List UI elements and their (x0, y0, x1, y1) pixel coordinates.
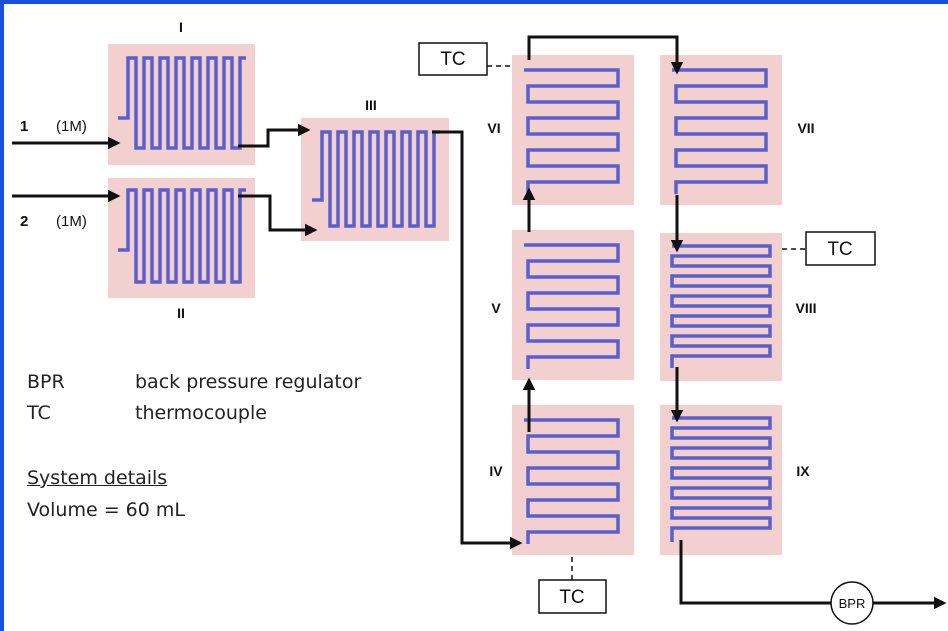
reactor-chip-VII (660, 55, 782, 205)
reactor-label-VIII: VIII (795, 300, 816, 316)
reactor-label-I: I (179, 19, 183, 35)
reactor-label-VII: VII (797, 120, 814, 136)
reactor-chip-II (108, 178, 255, 298)
reactor-label-IV: IV (489, 463, 503, 479)
tc-label: TC (440, 49, 465, 70)
reactor-chip-VIII (660, 233, 782, 381)
inlet-1-concentration: (1M) (56, 118, 87, 135)
reactor-chip-I (108, 44, 255, 165)
tc-label: TC (559, 587, 584, 608)
reactor-label-III: III (365, 97, 377, 113)
flow-diagram: TC TC TC BPR 1 (1M) 2 (1M) I II III IV V… (4, 4, 948, 631)
reactor-label-V: V (491, 300, 501, 316)
reactor-label-IX: IX (796, 463, 810, 479)
legend-abbr-bpr: BPR (27, 371, 65, 393)
inlet-1-number: 1 (20, 118, 28, 135)
inlet-2-concentration: (1M) (56, 213, 87, 230)
system-volume: Volume = 60 mL (27, 499, 185, 521)
back-pressure-regulator: BPR (831, 582, 873, 624)
thermocouple-box-IV: TC (539, 580, 606, 613)
legend-meaning-tc: thermocouple (135, 402, 267, 424)
reactor-chip-VI (512, 55, 634, 205)
bpr-label: BPR (839, 596, 866, 611)
thermocouple-box-VI: TC (419, 43, 487, 75)
reactor-chip-III (301, 118, 449, 241)
inlet-2-number: 2 (20, 213, 28, 230)
legend-abbr-tc: TC (27, 402, 51, 424)
reactor-chip-V (512, 230, 634, 380)
system-details-heading: System details (27, 467, 167, 489)
reactor-chip-IX (660, 405, 782, 555)
tc-label: TC (827, 239, 852, 260)
reactor-label-VI: VI (487, 120, 500, 136)
reactor-label-II: II (177, 305, 185, 321)
thermocouple-box-VIII: TC (806, 232, 875, 265)
legend-meaning-bpr: back pressure regulator (135, 371, 361, 393)
